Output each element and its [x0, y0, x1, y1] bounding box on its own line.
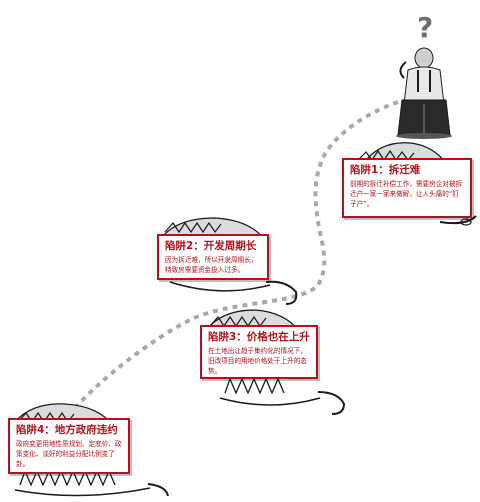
trap-card-3: 陷阱3：价格也在上升 在土地出让趋于集约化的情况下，旧改项目的用地价格处于上升的… [200, 325, 318, 379]
dotted-path [73, 100, 399, 410]
question-mark: ? [417, 11, 434, 44]
trap-desc-1: 前期的拆迁补偿工作，需要房企对被拆迁户一家一家来做解，让人头痛的“钉子户”。 [350, 180, 463, 208]
trap-title-2: 陷阱2：开发周期长 [165, 240, 257, 252]
trap-card-4: 陷阱4：地方政府违约 政府变更用地性质规划、定底价、政策变化、谈好的利益分配比例… [8, 418, 130, 474]
trap-desc-3: 在土地出让趋于集约化的情况下，旧改项目的用地价格处于上升的态势。 [208, 347, 307, 375]
trap-card-2: 陷阱2：开发周期长 因为拆迁难，所以开发周期长，特致房需要资金投入过多。 [157, 234, 269, 280]
trap-desc-4: 政府变更用地性质规划、定底价、政策变化、谈好的利益分配比例变了卦。 [16, 440, 122, 468]
trap-desc-2: 因为拆迁难，所以开发周期长，特致房需要资金投入过多。 [165, 256, 258, 274]
trap-title-1: 陷阱1：拆迁难 [350, 164, 421, 176]
trap-card-1: 陷阱1：拆迁难 前期的拆迁补偿工作，需要房企对被拆迁户一家一家来做解，让人头痛的… [342, 158, 472, 218]
trap-title-4: 陷阱4：地方政府违约 [16, 424, 118, 436]
trap-title-3: 陷阱3：价格也在上升 [208, 331, 310, 343]
man-figure [396, 47, 452, 139]
